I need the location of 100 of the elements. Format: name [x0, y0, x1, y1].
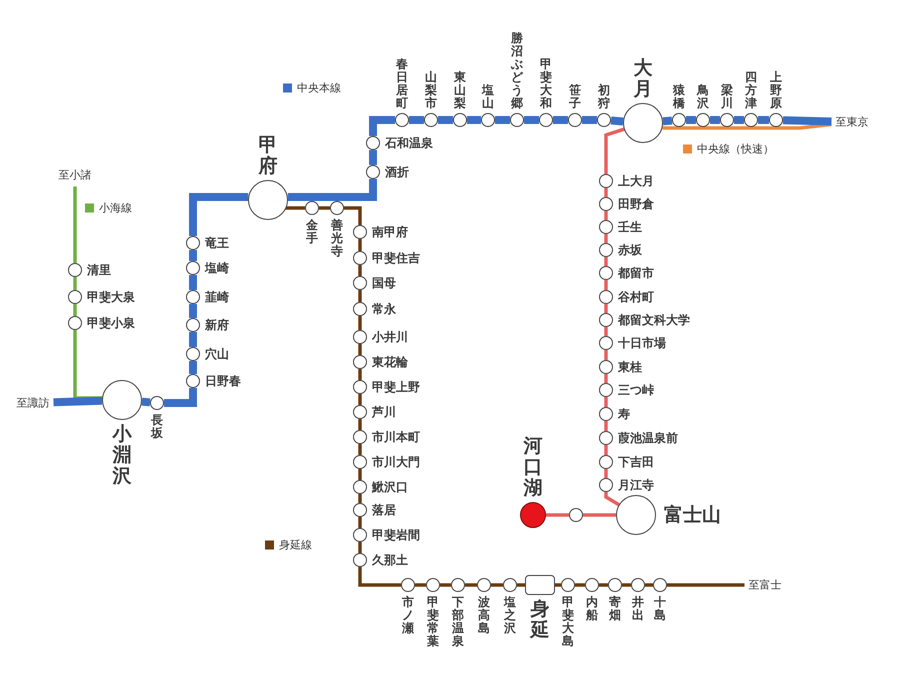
station-name: 谷村町 [618, 290, 654, 304]
station-name: 国母 [372, 276, 396, 290]
rail-line [604, 280, 608, 290]
rail-line [604, 350, 608, 360]
station-name: 寄畑 [609, 596, 621, 622]
rail-line [440, 583, 451, 587]
rail-line [164, 388, 197, 407]
station-name: 久那土 [372, 553, 408, 567]
rail-line [358, 567, 401, 587]
station-name: 山梨市 [425, 71, 437, 110]
station-name: 甲斐上野 [372, 380, 420, 394]
rail-line [189, 304, 197, 318]
rail-line [546, 513, 569, 517]
legend-label: 身延線 [279, 538, 312, 552]
rail-line [465, 583, 477, 587]
rail-line [358, 369, 362, 380]
station-name: 甲斐常葉 [427, 596, 439, 648]
station-name: 甲斐小泉 [87, 316, 135, 330]
station-name: 葭池温泉前 [618, 431, 678, 445]
rail-line [189, 275, 197, 290]
station-name: 清里 [87, 263, 111, 277]
rail-line [358, 469, 362, 480]
station-name: 富士山 [664, 504, 721, 526]
station-name: 塩山 [482, 84, 494, 110]
rail-line [524, 116, 539, 124]
rail-line [369, 116, 395, 136]
rail-line [415, 583, 426, 587]
station-name: 梁川 [721, 84, 733, 110]
station-name: 赤坂 [618, 243, 642, 257]
rail-line [662, 122, 832, 130]
rail-line [344, 206, 362, 225]
rail-line [622, 583, 631, 587]
station-name: 竜王 [205, 236, 229, 250]
station-name: 市ノ瀬 [402, 596, 414, 635]
rail-line [604, 327, 608, 336]
station-name: 甲斐大泉 [87, 290, 135, 304]
rail-line [358, 542, 362, 553]
station-name: 都留文科大学 [618, 313, 690, 327]
station-name: 身延 [530, 599, 550, 641]
rail-line [358, 419, 362, 430]
legend-label: 小海線 [99, 200, 132, 216]
station-name: 鰍沢口 [372, 480, 408, 494]
station-name: 下吉田 [618, 455, 654, 469]
station-name: 猿橋 [673, 84, 685, 110]
rail-line [73, 277, 77, 290]
rail-line [583, 513, 616, 517]
station-name: 下部温泉 [452, 596, 464, 648]
station-name: 寿 [618, 407, 630, 421]
legend-label: 中央線（快速） [697, 142, 774, 156]
station-name: 穴山 [205, 347, 229, 361]
station-name: 四方津 [745, 71, 757, 110]
rail-line [517, 583, 525, 587]
rail-line [369, 150, 377, 165]
rail-line [189, 332, 197, 347]
direction-label: 至東京 [836, 114, 868, 130]
station-name: 鳥沢 [697, 84, 709, 110]
station-name: 小井川 [372, 330, 408, 344]
station-name: 十島 [654, 596, 666, 622]
rail-line [189, 361, 197, 374]
rail-line [358, 444, 362, 455]
rail-line [604, 304, 608, 313]
station-name: 日野春 [205, 374, 241, 388]
rail-line [662, 116, 672, 126]
rail-line [189, 250, 197, 261]
rail-line [283, 206, 305, 210]
rail-line [604, 211, 608, 220]
station-name: 月江寺 [618, 478, 654, 492]
rail-line [555, 583, 561, 587]
rail-line [358, 344, 362, 355]
station-name: 井出 [632, 596, 644, 622]
rail-line [645, 583, 653, 587]
rail-line [604, 421, 608, 431]
rail-line [553, 116, 568, 124]
station-name: 河口湖 [524, 436, 542, 499]
station-name: 小淵沢 [112, 424, 132, 487]
rail-line [495, 116, 510, 124]
station-name: 三つ峠 [618, 383, 654, 397]
rail-line [438, 116, 453, 124]
station-name: 勝沼ぶどう郷 [511, 32, 523, 110]
station-name: 塩之沢 [504, 596, 516, 635]
rail-line [53, 396, 102, 406]
rail-line [319, 206, 330, 210]
station-name: 新府 [205, 318, 229, 332]
rail-line [604, 469, 608, 478]
station-name: 芦川 [372, 405, 396, 419]
rail-line [582, 116, 597, 124]
rail-line [686, 116, 696, 124]
rail-line [73, 304, 77, 316]
station-name: 酒折 [385, 165, 409, 179]
station-name: 善光寺 [331, 219, 343, 258]
rail-line [604, 188, 608, 197]
station-name: 金手 [306, 219, 318, 245]
rail-line [604, 492, 620, 506]
station-name: 市川大門 [372, 455, 420, 469]
station-name: 笹子 [569, 84, 581, 110]
station-name: 上野原 [770, 71, 782, 110]
station-name: 壬生 [618, 220, 642, 234]
rail-line [604, 397, 608, 407]
station-name: 塩崎 [205, 261, 229, 275]
station-name: 春日居町 [396, 58, 408, 110]
